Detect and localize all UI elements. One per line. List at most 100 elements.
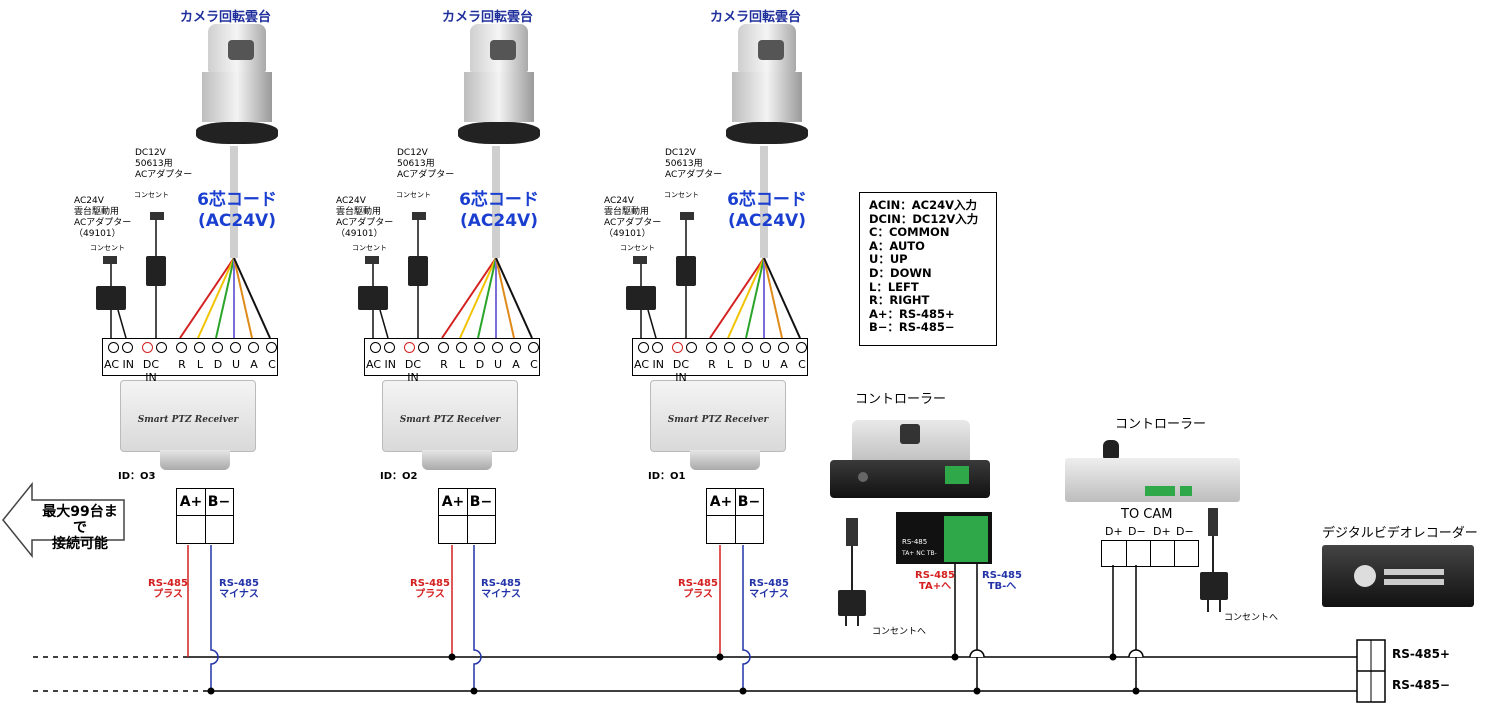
terminal-screw xyxy=(510,342,521,353)
terminal-screw xyxy=(742,342,753,353)
terminal-label: DC IN xyxy=(142,358,160,384)
cord-pipe xyxy=(760,146,768,258)
terminal-screw xyxy=(652,342,663,353)
legend-line: A+：RS-485+ xyxy=(869,306,955,321)
cord-wire xyxy=(477,257,497,339)
controller1-rs-minus-label: RS-485 TB-へ xyxy=(982,570,1022,592)
terminal-screw xyxy=(492,342,503,353)
terminal-label: U xyxy=(493,358,503,371)
camera-title: カメラ回転雲台 xyxy=(710,10,802,25)
terminal-screw xyxy=(796,342,807,353)
cord-wire xyxy=(459,257,497,339)
b-minus-label: B− xyxy=(207,494,231,510)
dc-adapter-label: DC12V 50613用 ACアダプター xyxy=(397,148,455,180)
cord-wire xyxy=(233,257,253,339)
terminal-label: AC IN xyxy=(366,358,396,371)
terminal-label: AC IN xyxy=(634,358,664,371)
adapter-cable xyxy=(647,309,657,339)
cord-wire xyxy=(495,257,533,339)
cord-pipe xyxy=(492,146,500,258)
camera-title: カメラ回転雲台 xyxy=(180,10,272,25)
outlet-label: コンセント xyxy=(396,191,431,199)
terminal-label: D xyxy=(213,358,223,371)
cord-wire xyxy=(709,257,765,339)
terminal-screw xyxy=(266,342,277,353)
outlet-label-2: コンセント xyxy=(90,244,125,252)
controller1-rs-plus-label: RS-485 TA+へ xyxy=(915,570,955,592)
terminal-label: U xyxy=(761,358,771,371)
adapter-cable xyxy=(379,309,389,339)
terminal-screw xyxy=(418,342,429,353)
cord-wire xyxy=(179,257,235,339)
ab-terminal: A+ B− xyxy=(706,488,764,544)
terminal-screw xyxy=(156,342,167,353)
rs485-minus-label: RS-485 マイナス xyxy=(219,578,259,600)
legend-line: C：COMMON xyxy=(869,225,950,240)
legend-line: DCIN：DC12V入力 xyxy=(869,211,979,226)
controller1-device xyxy=(830,420,990,500)
terminal-label: C xyxy=(268,358,276,371)
terminal-screw xyxy=(176,342,187,353)
terminal-screw xyxy=(528,342,539,353)
terminal-screw xyxy=(370,342,381,353)
controller2-device xyxy=(1065,440,1240,502)
legend-line: B−：RS-485− xyxy=(869,320,955,335)
dc12v-adapter-icon xyxy=(676,256,696,286)
cable-glands xyxy=(160,450,230,470)
legend-line: D：DOWN xyxy=(869,265,932,280)
a-plus-label: A+ xyxy=(709,494,733,510)
terminal-screw xyxy=(438,342,449,353)
b-minus-label: B− xyxy=(737,494,761,510)
rs485-plus-label: RS-485 プラス xyxy=(410,578,450,600)
terminal-screw xyxy=(230,342,241,353)
terminal-screw xyxy=(760,342,771,353)
controller2-terminal-block xyxy=(1101,540,1199,567)
ptz-receiver: Smart PTZ Receiver xyxy=(120,380,256,452)
terminal-screw xyxy=(638,342,649,353)
adapter-cable xyxy=(117,309,127,339)
terminal-label: DC IN xyxy=(672,358,690,384)
controller2-title: コントローラー xyxy=(1115,417,1207,432)
id-label: ID：O3 xyxy=(118,471,156,482)
a-plus-label: A+ xyxy=(179,494,203,510)
cord-label: 6芯コード (AC24V) xyxy=(459,190,539,231)
id-label: ID：O2 xyxy=(380,471,418,482)
terminal-screw xyxy=(108,342,119,353)
terminal-screw xyxy=(122,342,133,353)
terminal-screw xyxy=(194,342,205,353)
plug-icon xyxy=(150,212,164,220)
terminal-label: A xyxy=(250,358,258,371)
cord-label: 6芯コード (AC24V) xyxy=(197,190,277,231)
terminal-screw xyxy=(724,342,735,353)
dvr-device xyxy=(1322,545,1474,607)
controller1-title: コントローラー xyxy=(855,392,947,407)
terminal-screw xyxy=(142,342,153,353)
cord-wire xyxy=(745,257,765,339)
legend-line: ACIN：AC24V入力 xyxy=(869,198,977,212)
terminal-label: R xyxy=(708,358,716,371)
terminal-label: A xyxy=(780,358,788,371)
to-cam-label: TO CAM xyxy=(1121,507,1173,522)
cord-wire xyxy=(441,257,497,339)
dc-adapter-label: DC12V 50613用 ACアダプター xyxy=(665,148,723,180)
terminal-label: D xyxy=(743,358,753,371)
terminal-label: L xyxy=(458,358,466,371)
rs485-plus-label: RS-485 プラス xyxy=(678,578,718,600)
camera-title: カメラ回転雲台 xyxy=(442,10,534,25)
rs485-connector: RS-485 TA+ NC TB- xyxy=(896,512,992,564)
cord-wire xyxy=(215,257,235,339)
cord-wire xyxy=(197,257,235,339)
terminal-label: C xyxy=(530,358,538,371)
ab-terminal: A+ B− xyxy=(176,488,234,544)
cable-glands xyxy=(690,450,760,470)
legend-line: L：LEFT xyxy=(869,279,919,294)
ac-adapter-label: AC24V 雲台駆動用 ACアダプター （49101） xyxy=(336,196,394,239)
ptz-receiver: Smart PTZ Receiver xyxy=(382,380,518,452)
ac24v-adapter-icon xyxy=(96,286,126,310)
outlet-label-2: コンセント xyxy=(352,244,387,252)
terminal-label: AC IN xyxy=(104,358,134,371)
cord-pipe xyxy=(230,146,238,258)
outlet-label: コンセント xyxy=(134,191,169,199)
terminal-screw xyxy=(672,342,683,353)
